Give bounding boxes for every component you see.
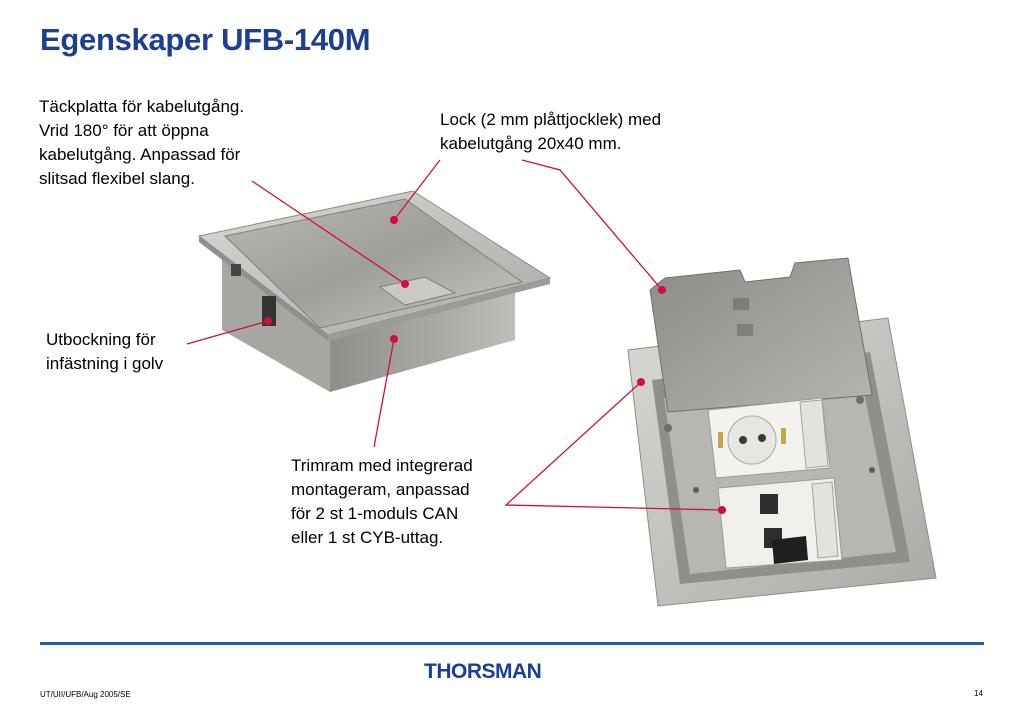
pointer-trimram-left — [373, 338, 395, 448]
logo-text: THORSMAN — [424, 660, 542, 683]
open-floor-box — [627, 257, 937, 607]
thorsman-logo: THORSMAN — [424, 660, 542, 684]
page-number: 14 — [974, 689, 983, 698]
pointer-trimram-right — [504, 381, 723, 511]
footer-text: UT/UII/UFB/Aug 2005/SE — [40, 690, 131, 699]
pointer-lock-right — [521, 159, 663, 291]
slide-title: Egenskaper UFB-140M — [40, 22, 371, 57]
annotation-lock: Lock (2 mm plåttjocklek) med kabelutgång… — [440, 110, 662, 153]
footer-rule — [40, 642, 984, 645]
closed-floor-box — [197, 190, 552, 392]
annotation-utbockning: Utbockning för infästning i golv — [46, 330, 164, 373]
pointer-dots — [264, 216, 726, 514]
annotation-trimram: Trimram med integrerad montageram, anpas… — [291, 456, 473, 547]
pointer-utbockning — [186, 320, 269, 345]
pointer-tackplatta — [251, 180, 406, 285]
pointer-lines — [186, 159, 723, 511]
annotation-tackplatta: Täckplatta för kabelutgång. Vrid 180° fö… — [39, 97, 245, 188]
pointer-lock-left — [393, 159, 441, 221]
